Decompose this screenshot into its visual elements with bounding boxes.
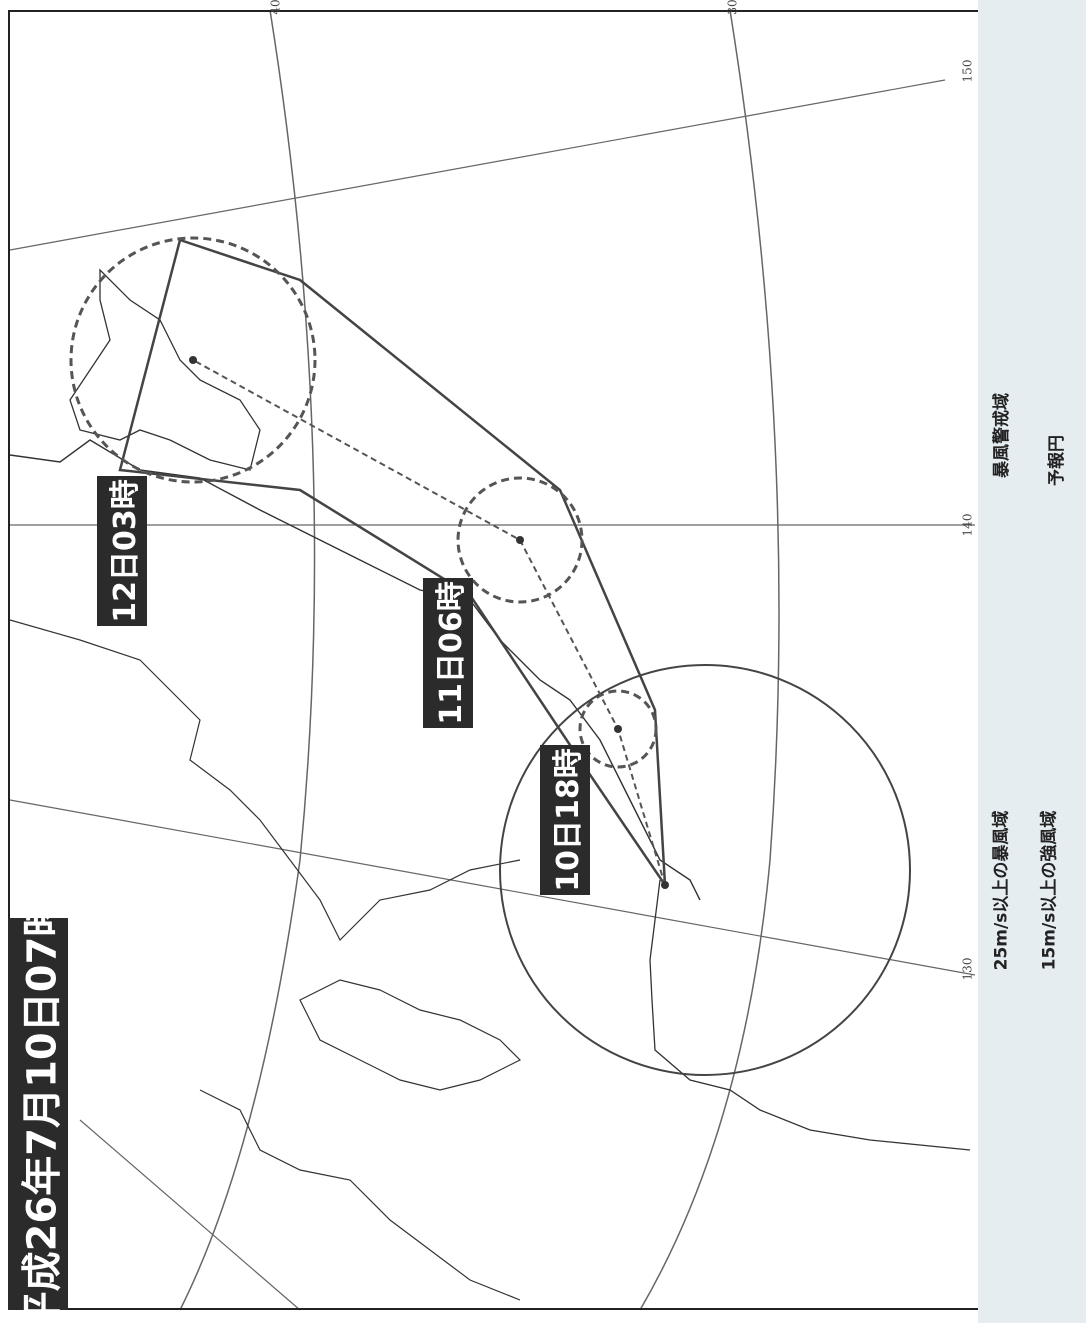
legend-warning-area: 暴風警戒域 [991,392,1012,478]
forecast-label-10th: 10日18時 [540,745,590,895]
lon-tick-130: 130 [960,957,975,981]
forecast-circle-12th [69,236,317,484]
forecast-label-11th: 11日06時 [423,578,473,728]
latitude-arc-40 [179,9,316,1311]
lon-tick-150: 150 [960,59,975,83]
forecast-circle-11th [456,476,584,604]
map-frame [8,10,980,1310]
longitude-line-130 [9,799,976,976]
strong-wind-area-circle [499,664,911,1076]
coastline-china [199,1089,521,1301]
latitude-arc-30 [639,9,780,1311]
legend-forecast-circle: 予報円 [1046,434,1067,486]
longitude-line-150 [9,79,946,251]
forecast-center-10th [614,725,622,733]
forecast-label-12th: 12日03時 [97,476,147,626]
title-label: 平成26年7月10日07時 [8,897,68,1331]
lon-tick-140: 140 [960,513,975,537]
forecast-track [192,359,666,886]
forecast-center-12th [189,356,197,364]
title-text: 平成26年7月10日07時 [19,896,66,1331]
coastline-japan-inner [9,619,521,942]
legend-strong-wind-area: 15m/s以上の強風域 [1039,810,1060,970]
typhoon-center-marker [661,881,669,889]
lat-tick-30: 30 [725,0,740,15]
coastline-korea [299,979,522,1091]
lat-tick-40: 40 [268,0,283,15]
coastline-hokkaido [69,268,261,471]
legend-panel [978,0,1086,1323]
forecast-circle-10th [578,689,658,769]
storm-warning-area [118,238,667,890]
legend-storm-area: 25m/s以上の暴風域 [991,810,1012,970]
longitude-line-120 [79,1119,301,1311]
coastline-ryukyu-taiwan [649,879,971,1151]
forecast-center-11th [516,536,524,544]
